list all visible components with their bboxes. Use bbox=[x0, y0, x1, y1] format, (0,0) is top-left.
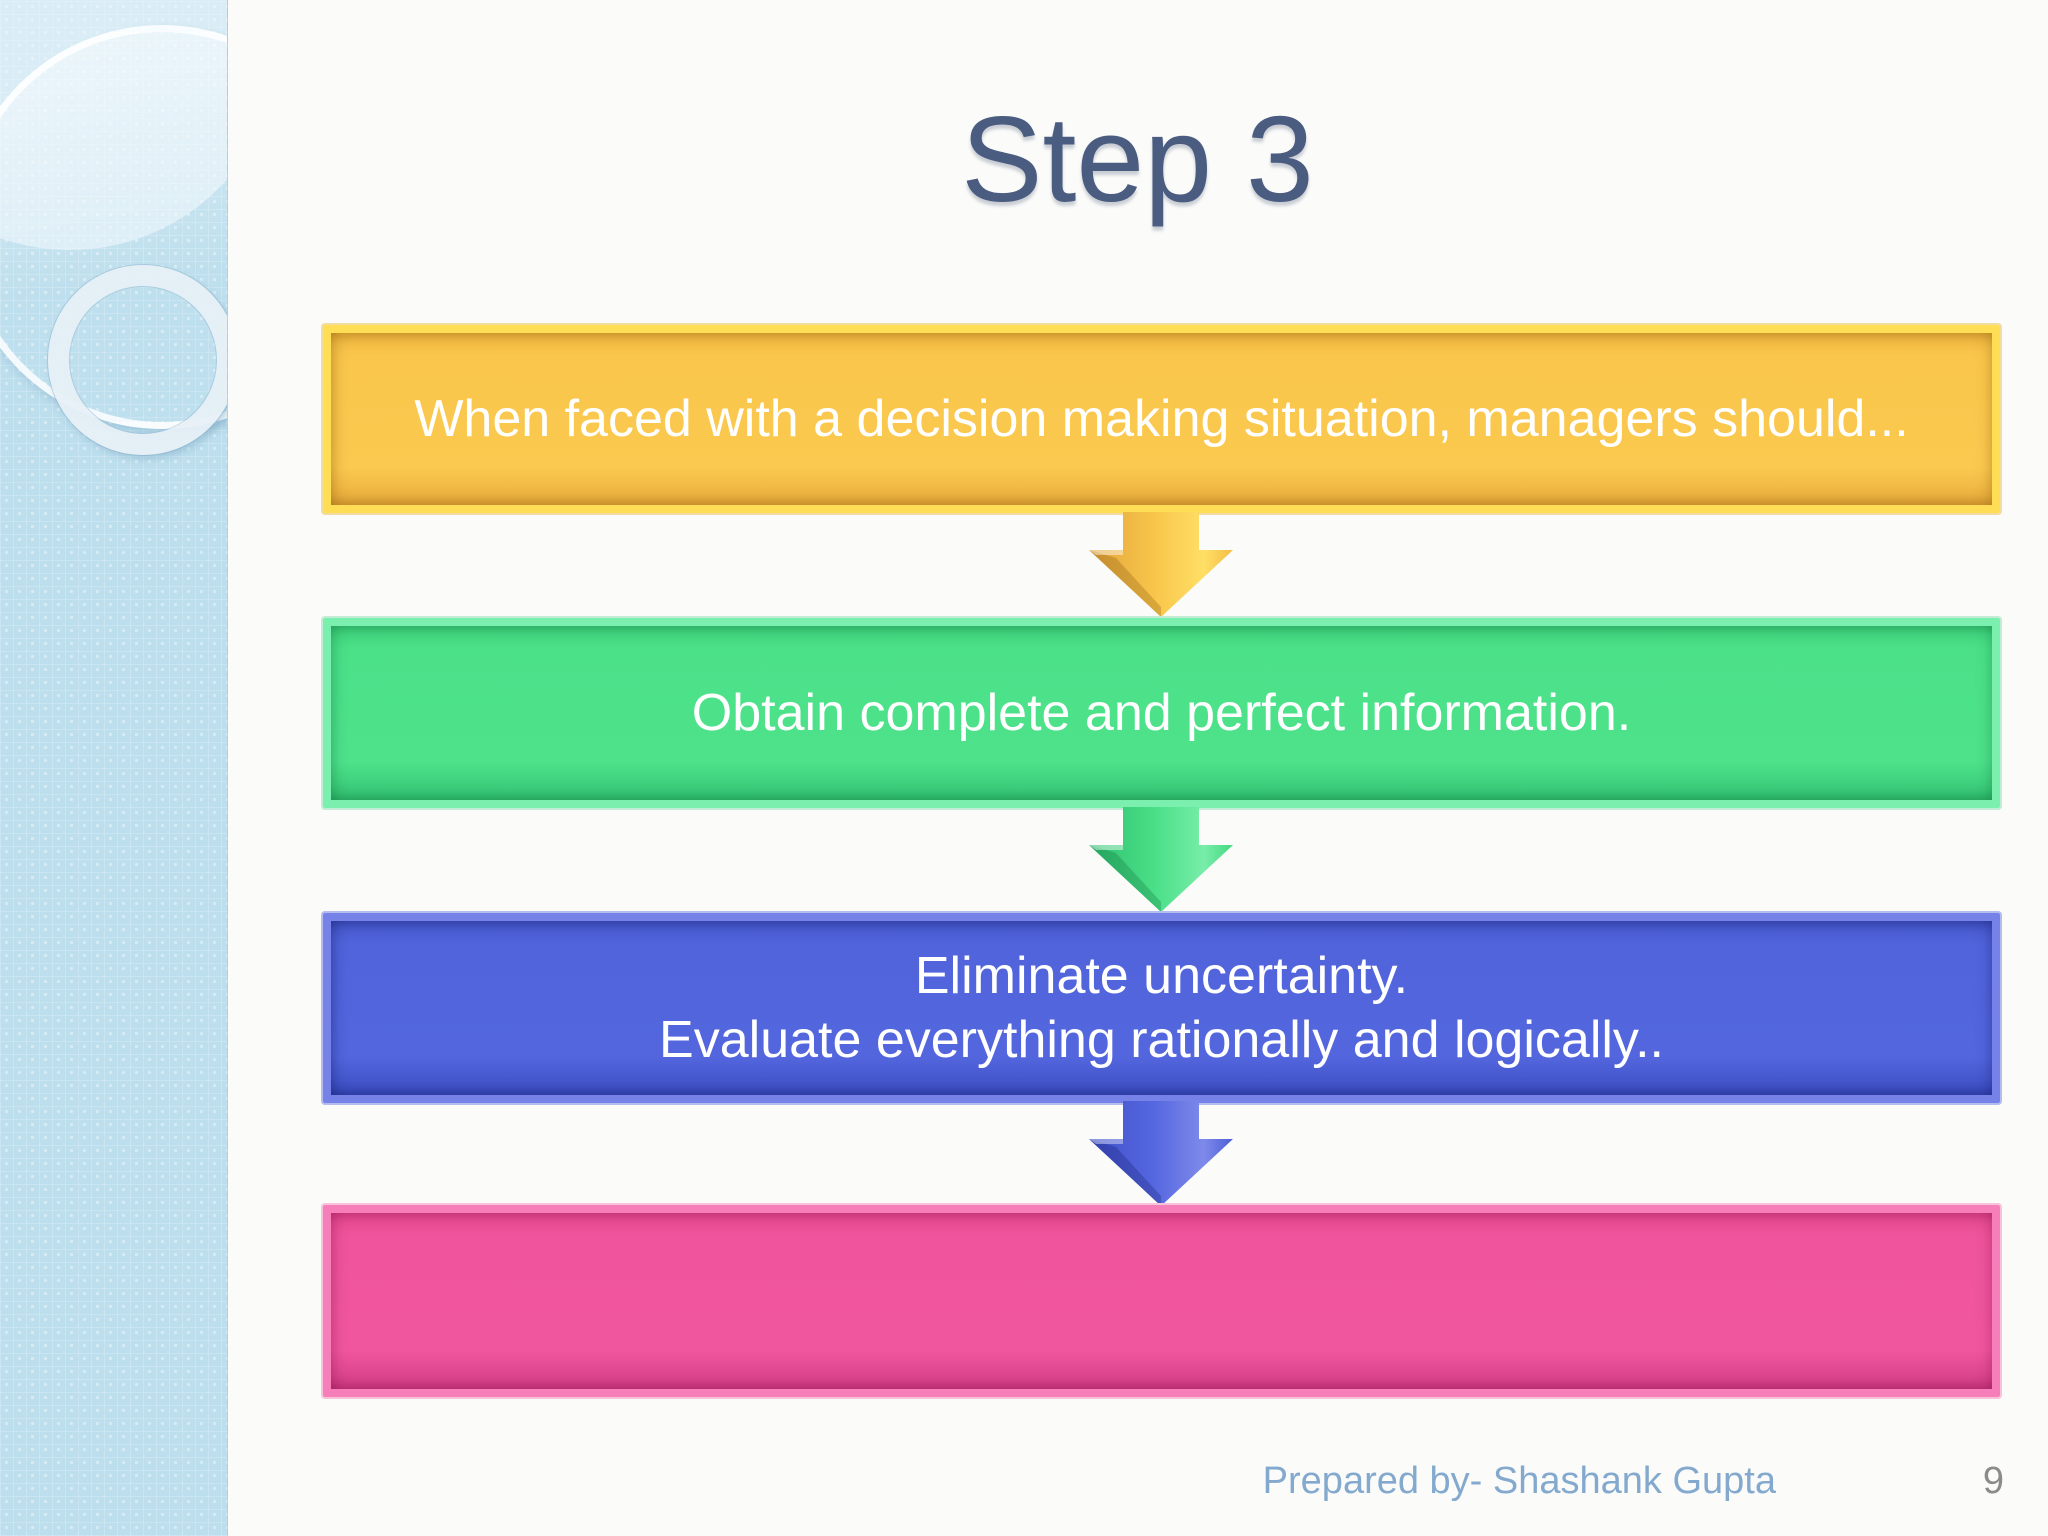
decorative-thick-ring-circle bbox=[48, 265, 227, 455]
arrow-down-icon bbox=[1089, 807, 1233, 912]
slide-title: Step 3 bbox=[961, 91, 1314, 227]
sidebar-decoration bbox=[0, 0, 228, 1536]
flow-step-3-box: Eliminate uncertainty. Evaluate everythi… bbox=[323, 913, 2000, 1103]
arrow-down-connector-1 bbox=[1086, 512, 1236, 618]
arrow-down-icon bbox=[1089, 512, 1233, 617]
flow-step-1-text: When faced with a decision making situat… bbox=[414, 389, 1909, 448]
flow-step-4-box bbox=[323, 1205, 2000, 1397]
arrow-down-icon bbox=[1089, 1101, 1233, 1206]
arrow-down-connector-3 bbox=[1086, 1101, 1236, 1207]
flow-step-1-box: When faced with a decision making situat… bbox=[323, 325, 2000, 513]
flow-step-2-text: Obtain complete and perfect information. bbox=[691, 683, 1632, 742]
footer-credit: Prepared by- Shashank Gupta bbox=[1262, 1460, 1776, 1502]
arrow-down-connector-2 bbox=[1086, 807, 1236, 913]
page-number: 9 bbox=[1982, 1460, 2004, 1502]
flow-step-3-text: Eliminate uncertainty. Evaluate everythi… bbox=[659, 946, 1664, 1069]
flow-step-2-box: Obtain complete and perfect information. bbox=[323, 618, 2000, 808]
